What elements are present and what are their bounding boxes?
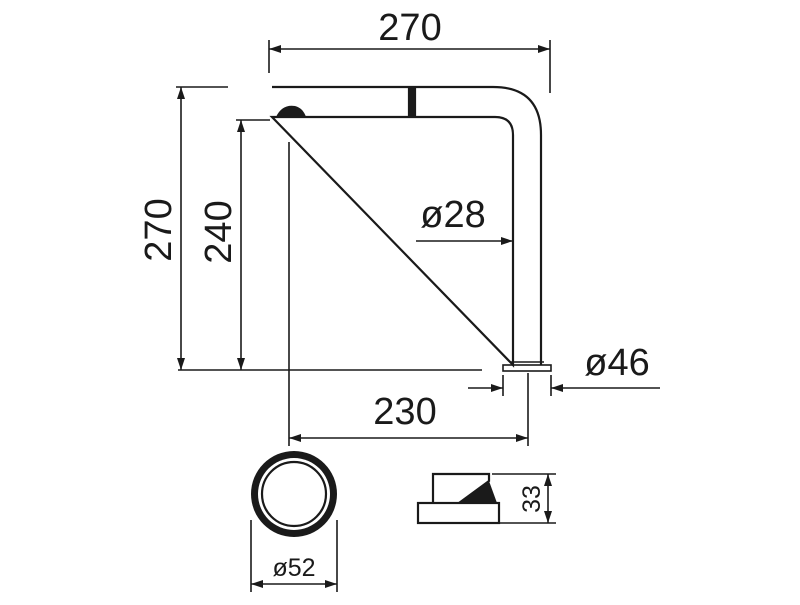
base-collar [502, 364, 552, 372]
spout-outline [269, 85, 543, 368]
escutcheon-view: ø52 [250, 451, 338, 592]
label-tube-diameter: ø28 [420, 194, 485, 236]
label-spout-height: 240 [198, 200, 240, 263]
faucet-body [269, 85, 552, 372]
label-base-diameter: ø46 [584, 342, 649, 384]
pullout-joint [409, 87, 415, 117]
label-total-height: 270 [138, 198, 180, 261]
lever-shade [459, 481, 497, 503]
label-escutcheon-diameter: ø52 [272, 554, 315, 582]
escutcheon-inner [260, 460, 328, 528]
spray-head [276, 105, 306, 117]
label-base-reach: 230 [373, 391, 436, 433]
label-spout-reach-top: 270 [378, 7, 441, 49]
lever-view: 33 [416, 472, 556, 525]
label-lever-height: 33 [518, 485, 546, 513]
lever-base [416, 501, 501, 525]
dimension-lines [177, 45, 660, 442]
escutcheon-gap [258, 458, 330, 530]
